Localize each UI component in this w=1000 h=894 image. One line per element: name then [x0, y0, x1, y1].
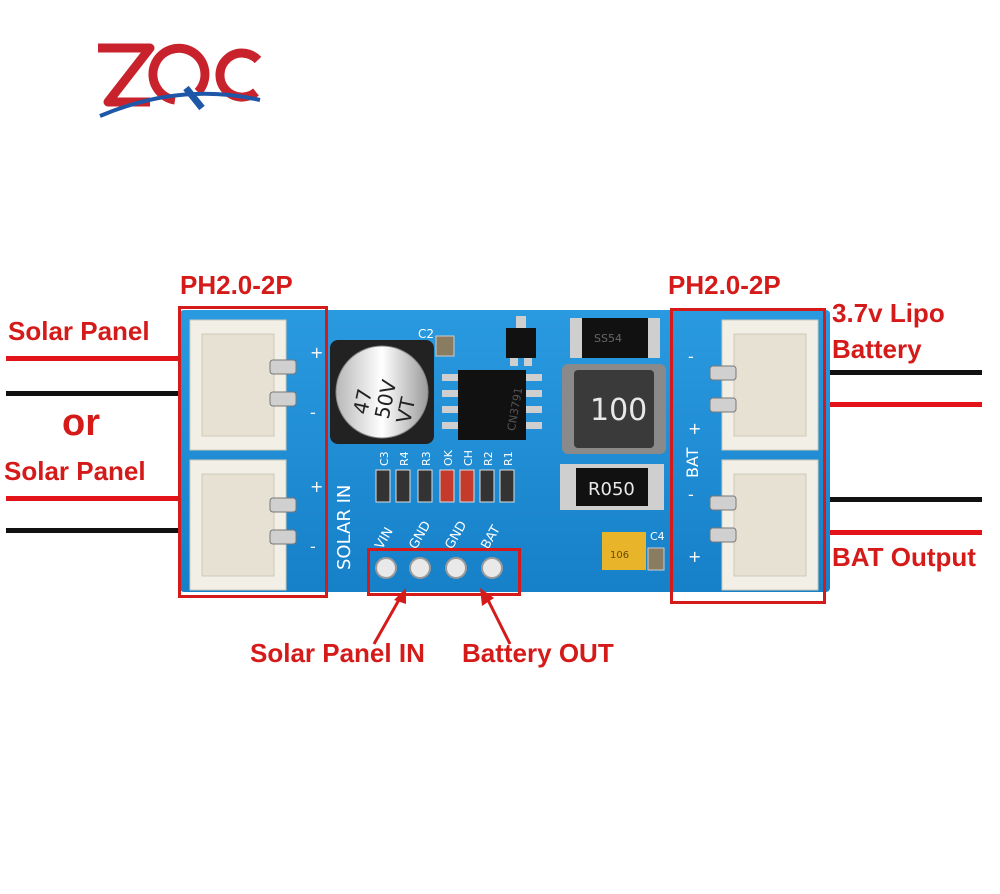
battery-label-line1: 3.7v Lipo: [832, 298, 945, 328]
wire-red-right-bottom: [822, 530, 982, 535]
svg-text:CH: CH: [462, 450, 475, 466]
svg-text:R4: R4: [398, 451, 411, 466]
bat-output-label: BAT Output: [832, 542, 976, 572]
battery-label-line2: Battery: [832, 334, 922, 364]
silk-minus-left-top: -: [310, 403, 316, 422]
svg-text:100: 100: [590, 393, 647, 428]
silk-minus-right-top: -: [688, 347, 694, 366]
solar-panel-label-top: Solar Panel: [8, 316, 150, 346]
capacitor-c2: [435, 335, 455, 357]
wire-red-left-top: [6, 356, 186, 361]
electrolytic-capacitor: 47 50V VT: [330, 340, 434, 444]
silk-plus-left-top: +: [310, 343, 323, 362]
svg-text:106: 106: [610, 550, 629, 561]
connector-left-top: [189, 319, 297, 451]
arrow-solar-panel-in: [372, 588, 406, 645]
svg-text:OK: OK: [442, 449, 455, 466]
wire-black-right-bottom: [822, 497, 982, 502]
highlight-box-left-connectors: [178, 306, 328, 598]
silk-minus-right-bottom: -: [688, 485, 694, 504]
svg-text:SS54: SS54: [594, 332, 622, 345]
shunt-resistor: R050: [560, 464, 664, 510]
silk-plus-right-bottom: +: [688, 547, 701, 566]
connector-type-label-left: PH2.0-2P: [180, 270, 293, 300]
svg-text:VT: VT: [391, 394, 420, 425]
silk-plus-left-bottom: +: [310, 477, 323, 496]
inductor: 100: [562, 364, 666, 454]
wire-red-right-top: [822, 402, 982, 407]
battery-out-label: Battery OUT: [462, 638, 614, 668]
silk-plus-right-top: +: [688, 419, 701, 438]
arrow-battery-out: [480, 588, 512, 645]
silk-c2: C2: [418, 327, 434, 341]
connector-type-label-right: PH2.0-2P: [668, 270, 781, 300]
svg-text:R2: R2: [482, 451, 495, 466]
wire-black-left-top: [6, 391, 186, 396]
silk-c4: C4: [650, 530, 665, 543]
connector-right-top: [709, 319, 819, 451]
highlight-box-pin-header: [367, 548, 521, 596]
wire-black-right-top: [822, 370, 982, 375]
svg-text:C3: C3: [378, 451, 391, 466]
zqc-logo: [98, 43, 262, 118]
controller-chip: CN3791: [442, 370, 542, 440]
connector-right-bottom: [709, 459, 819, 591]
connector-left-bottom: [189, 459, 297, 591]
capacitor-c4: [647, 547, 665, 571]
pcb-board: + - + - 47 50V VT C2 CN3791 S: [180, 310, 830, 592]
smd-component-row: [375, 469, 515, 503]
svg-text:47: 47: [348, 387, 377, 417]
svg-text:R050: R050: [588, 479, 635, 500]
schottky-diode: SS54: [570, 318, 660, 358]
silk-component-labels: C3 R4 R3 OK CH R2 R1: [378, 449, 515, 466]
or-label: or: [62, 402, 100, 444]
silk-solar-in: SOLAR IN: [334, 485, 355, 570]
silk-minus-left-bottom: -: [310, 537, 316, 556]
wire-red-left-bottom: [6, 496, 186, 501]
svg-text:R1: R1: [502, 451, 515, 466]
solar-panel-in-label: Solar Panel IN: [250, 638, 425, 668]
solar-panel-label-bottom: Solar Panel: [4, 456, 146, 486]
header-pins: [375, 557, 503, 579]
svg-text:R3: R3: [420, 451, 433, 466]
transistor: [506, 316, 536, 366]
tantalum-capacitor: 106: [602, 532, 646, 570]
highlight-box-right-connectors: [670, 308, 826, 604]
silk-bat: BAT: [683, 447, 702, 478]
wire-black-left-bottom: [6, 528, 186, 533]
